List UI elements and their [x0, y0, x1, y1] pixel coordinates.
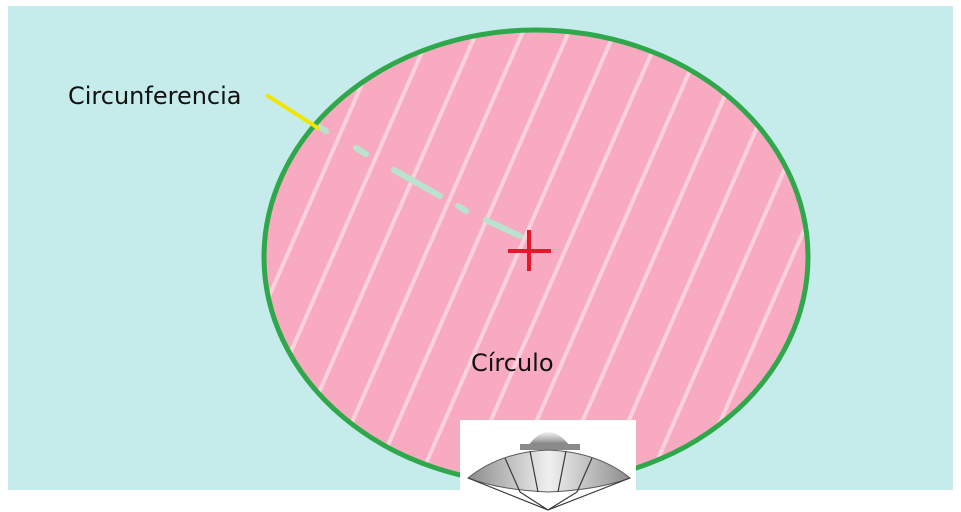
- circumference-pointer: [266, 94, 320, 130]
- circle-area: [264, 30, 808, 484]
- hatch-line: [362, 30, 576, 484]
- hatch-line: [316, 30, 530, 484]
- hatch-line: [684, 30, 808, 484]
- circle-label: Círculo: [471, 349, 554, 377]
- hatch-line: [264, 30, 392, 484]
- ufo-icon: [460, 420, 636, 512]
- circumference-label: Circunferencia: [68, 82, 241, 110]
- hatch-line: [264, 30, 438, 484]
- hatch-line: [638, 30, 808, 484]
- center-cross-icon: [508, 230, 551, 271]
- hatch-line: [408, 30, 622, 484]
- radius-dashes: [315, 123, 523, 239]
